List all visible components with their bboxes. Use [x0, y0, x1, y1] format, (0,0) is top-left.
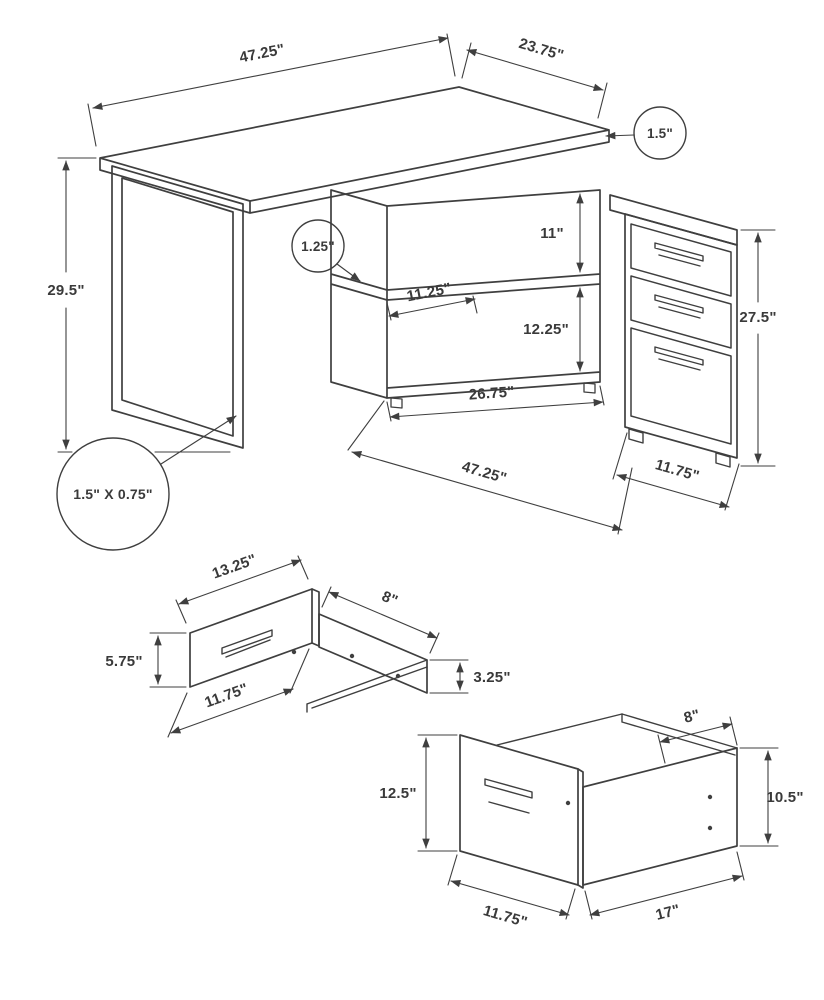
dim-shelf-width [386, 385, 605, 422]
label-small-drawer-depth: 8" [379, 588, 400, 610]
dimension-line [170, 688, 294, 734]
cam-hole [395, 673, 401, 679]
label-depth-total: 47.25" [460, 458, 509, 487]
dimension-line [659, 722, 733, 744]
callout-circle [291, 219, 345, 273]
cam-hole [349, 653, 355, 659]
label-top-thickness: 1.5" [647, 126, 673, 141]
label-height-left: 29.5" [47, 282, 84, 299]
pedestal-drawer-handles [654, 242, 704, 371]
leader-line [160, 415, 237, 465]
dimension-line [466, 49, 604, 91]
dimension-line [351, 451, 623, 531]
small-drawer-cam-holes [291, 649, 401, 679]
callout-circle [633, 106, 687, 160]
label-lower-opening: 12.25" [523, 321, 569, 338]
label-file-drawer-front-height: 12.5" [379, 785, 416, 802]
pedestal-drawer-fronts [630, 223, 732, 445]
left-leg-outer [111, 165, 244, 449]
label-leg-profile: 1.5" X 0.75" [73, 486, 153, 502]
label-return-depth: 23.75" [517, 35, 566, 64]
dim-file-drawer-length [584, 851, 745, 920]
label-small-drawer-front-height: 5.75" [105, 653, 142, 670]
cam-hole [707, 794, 713, 800]
left-leg-inner [121, 177, 234, 437]
dim-file-drawer-front-height [417, 734, 458, 852]
drawer-side-panel [582, 747, 738, 886]
dim-small-drawer-depth [321, 586, 440, 654]
dimension-line [616, 473, 730, 509]
dimension-line [589, 874, 743, 917]
dim-small-drawer-width [175, 555, 309, 624]
dim-small-drawer-front-height [149, 632, 187, 688]
pedestal-feet [628, 428, 731, 468]
cam-hole [565, 800, 571, 806]
dim-height-right [740, 230, 776, 466]
desk-dimensions [56, 33, 776, 551]
leader-line [605, 131, 635, 140]
label-shelf-width: 26.75" [468, 383, 515, 403]
drawer-handle [221, 629, 273, 658]
leader-line [336, 263, 361, 282]
extension-lines [739, 747, 779, 847]
small-drawer-drawing: 13.25" 8" 5.75" 3.25" 11.75" [105, 551, 510, 738]
dim-shelf-opening-depth [386, 295, 478, 321]
label-file-drawer-top-depth: 8" [682, 706, 702, 726]
cam-hole [707, 825, 713, 831]
dim-desk-width [87, 33, 456, 147]
label-file-drawer-length: 17" [654, 901, 682, 923]
drawer-interior-lines [496, 713, 738, 756]
label-upper-opening: 11" [540, 225, 564, 242]
cam-hole [291, 649, 297, 655]
label-file-drawer-front-width: 11.75" [481, 902, 529, 931]
file-drawer-body [459, 713, 738, 889]
pedestal-body [624, 213, 738, 459]
label-small-drawer-side-height: 3.25" [473, 669, 510, 686]
dimension-line [178, 559, 302, 605]
extension-lines [657, 716, 738, 764]
dim-pedestal-depth [612, 432, 740, 511]
label-pedestal-depth: 11.75" [653, 456, 701, 485]
front-panel-edge [311, 588, 320, 647]
file-drawer-cam-holes [565, 794, 713, 831]
file-drawer-dimensions [417, 716, 779, 920]
label-shelf-opening-depth: 11.25" [405, 280, 452, 305]
callout-leg-profile [56, 415, 237, 551]
dimension-line [450, 879, 570, 917]
dim-small-drawer-side-height [429, 659, 469, 694]
label-file-drawer-side-height: 10.5" [766, 789, 803, 806]
desk-dimension-labels: 47.25" 23.75" 1.5" 29.5" 1.25" 11.25" 11… [47, 35, 776, 502]
dim-file-drawer-top-depth [657, 716, 738, 764]
dimension-line [92, 36, 449, 110]
extension-lines [429, 659, 469, 694]
small-drawer-dimensions [149, 555, 469, 738]
extension-lines [149, 632, 187, 688]
dim-small-drawer-front-width [167, 648, 310, 738]
dim-height-left [58, 158, 231, 452]
label-desk-width: 47.25" [238, 41, 286, 67]
extension-lines [417, 734, 458, 852]
drawer-interior-lines [306, 659, 428, 713]
callout-circle [56, 437, 170, 551]
dimension-line [328, 591, 438, 639]
drawer-side-panel [318, 613, 428, 694]
callout-shelf-thickness [291, 219, 361, 282]
dim-return-depth [461, 42, 608, 119]
drawer-handle [484, 778, 533, 814]
dim-file-drawer-side-height [739, 747, 779, 847]
label-shelf-thickness: 1.25" [301, 239, 335, 254]
label-height-right: 27.5" [739, 309, 776, 326]
desk-drawing [99, 86, 738, 468]
file-drawer-labels: 8" 10.5" 12.5" 11.75" 17" [379, 706, 803, 931]
dim-file-drawer-front-width [447, 854, 576, 920]
return-top-slab [609, 194, 738, 246]
callout-top-thickness [605, 106, 687, 160]
file-drawer-drawing: 8" 10.5" 12.5" 11.75" 17" [379, 706, 803, 931]
dimension-line [388, 297, 476, 318]
shelf-unit [330, 189, 601, 399]
dimension-line [389, 398, 604, 421]
